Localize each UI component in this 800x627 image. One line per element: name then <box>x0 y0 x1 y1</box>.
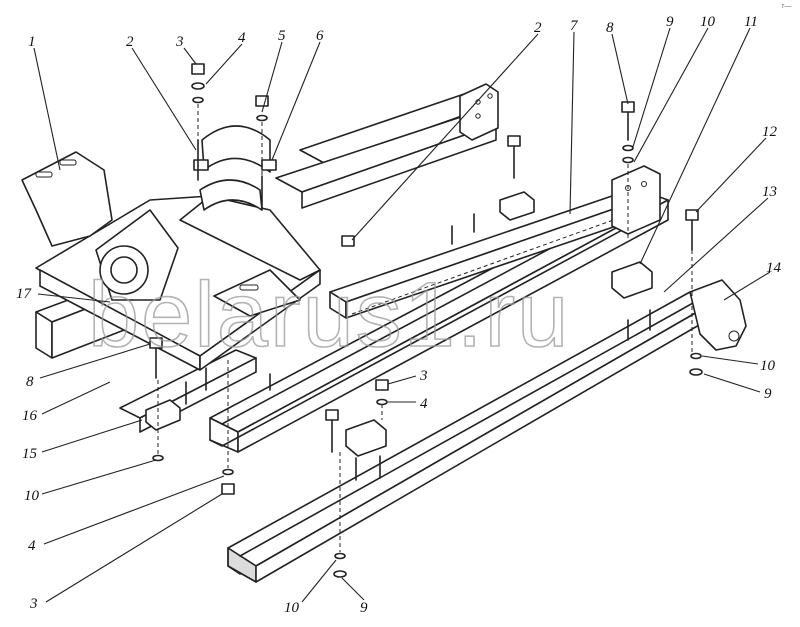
callout-labels: 1 2 3 4 5 6 2 7 8 9 10 11 12 13 14 17 8 … <box>16 14 782 616</box>
callout-3-top: 3 <box>175 34 184 50</box>
callout-4-mid: 4 <box>420 396 428 412</box>
callout-8-left: 8 <box>26 374 34 390</box>
side-member-7 <box>329 195 631 319</box>
callout-8-top: 8 <box>606 20 614 36</box>
callout-9-top: 9 <box>666 14 674 30</box>
leader-lines <box>33 27 771 603</box>
studs <box>185 213 651 481</box>
callout-4-top: 4 <box>238 30 246 46</box>
rubber-mounts <box>145 191 653 457</box>
callout-12: 12 <box>762 124 778 140</box>
callout-3-mid: 3 <box>419 368 428 384</box>
main-bracket <box>21 151 321 371</box>
callout-10-top: 10 <box>700 14 716 30</box>
fasteners <box>149 63 703 578</box>
callout-3-left: 3 <box>29 596 38 612</box>
callout-9-right: 9 <box>764 386 772 402</box>
callout-6-top: 6 <box>316 28 324 44</box>
callout-2-left: 2 <box>126 34 134 50</box>
bracket-11 <box>611 165 661 235</box>
callout-5-top: 5 <box>278 28 286 44</box>
callout-1-top: 1 <box>28 34 36 50</box>
watermark: belarus1.ru <box>88 264 570 366</box>
callout-13: 13 <box>762 184 777 200</box>
callout-4-left: 4 <box>28 538 36 554</box>
corner-mark: r— <box>782 3 791 10</box>
callout-10-right: 10 <box>760 358 776 374</box>
clamp-cap <box>193 125 277 173</box>
upper-channel-beam <box>275 91 497 209</box>
callout-11: 11 <box>744 14 758 30</box>
callout-2-right: 2 <box>534 20 542 36</box>
callout-10-left: 10 <box>24 488 40 504</box>
bracket-14 <box>689 279 747 351</box>
rear-bracket <box>459 83 499 141</box>
callout-17: 17 <box>16 286 33 302</box>
callout-7: 7 <box>570 18 579 34</box>
callout-10-bottom: 10 <box>284 600 300 616</box>
callout-16: 16 <box>22 408 38 424</box>
callout-14: 14 <box>766 260 782 276</box>
callout-9-bottom: 9 <box>360 600 368 616</box>
callout-15: 15 <box>22 446 38 462</box>
